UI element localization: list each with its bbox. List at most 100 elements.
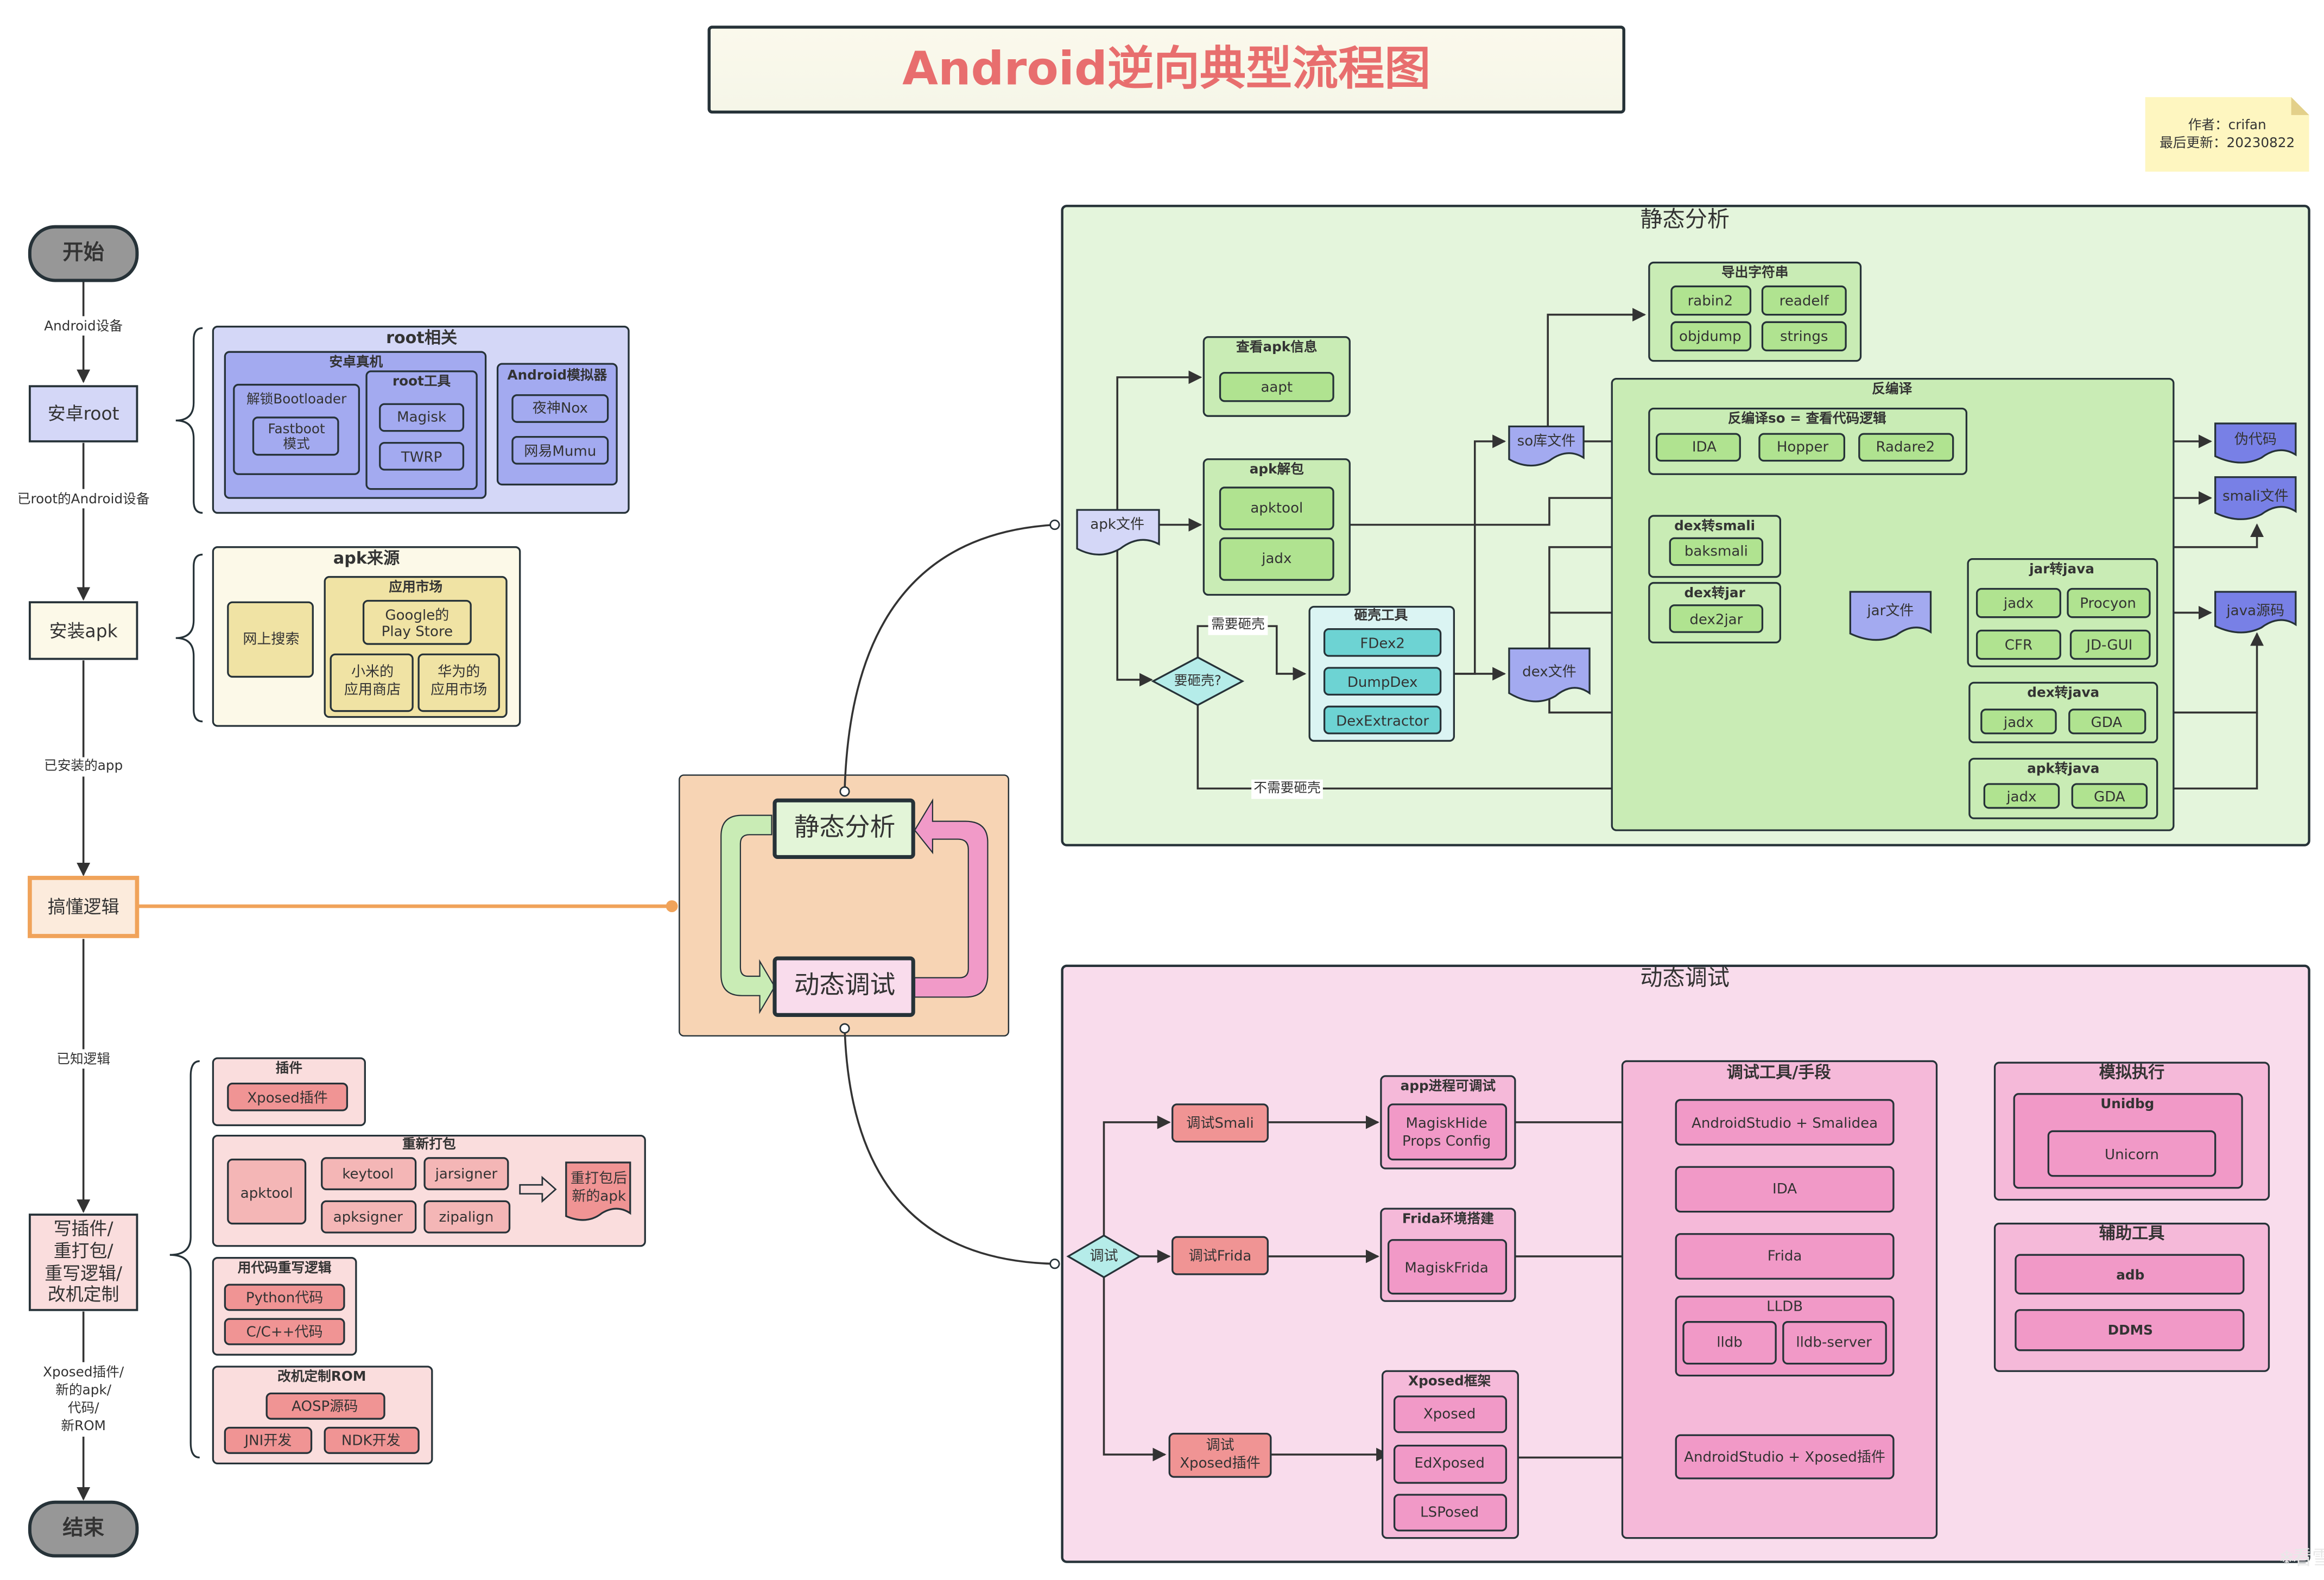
emulator-mumu[interactable]: 网易Mumu	[511, 435, 609, 465]
repack-apktool[interactable]: apktool	[227, 1158, 307, 1225]
tool-objdump[interactable]: objdump	[1670, 321, 1752, 352]
debug-smali-node[interactable]: 调试Smali	[1172, 1103, 1269, 1143]
repack-jarsigner[interactable]: jarsigner	[423, 1157, 509, 1191]
debug-frida-node[interactable]: 调试Frida	[1172, 1236, 1269, 1275]
repack-result-apk[interactable]: 重打包后 新的apk	[565, 1161, 631, 1221]
tool-xposed[interactable]: Xposed	[1393, 1395, 1508, 1433]
tool-adb[interactable]: adb	[2015, 1254, 2245, 1295]
tool-aapt-label: aapt	[1261, 380, 1293, 396]
tool-dexextractor[interactable]: DexExtractor	[1323, 705, 1442, 735]
start-node[interactable]: 开始	[28, 225, 139, 282]
cycle-static-node[interactable]: 静态分析	[772, 798, 915, 859]
root-group-title: root相关	[386, 328, 457, 347]
tool-magisk[interactable]: Magisk	[379, 403, 465, 432]
tool-magiskhide-props[interactable]: MagiskHide Props Config	[1387, 1103, 1508, 1161]
tool-magiskfrida[interactable]: MagiskFrida	[1387, 1239, 1508, 1295]
tool-ida-static[interactable]: IDA	[1655, 433, 1741, 462]
dex-java-title: dex转java	[2027, 685, 2099, 700]
tool-baksmali[interactable]: baksmali	[1669, 537, 1764, 566]
tool-as-smalidea[interactable]: AndroidStudio + Smalidea	[1675, 1099, 1895, 1146]
tool-jadx-jar-label: jadx	[2003, 595, 2034, 611]
tool-unicorn[interactable]: Unicorn	[2047, 1130, 2217, 1177]
edge-output-3: 代码/	[68, 1400, 99, 1415]
rewrite-step[interactable]: 写插件/ 重打包/ 重写逻辑/ 改机定制	[28, 1214, 138, 1311]
unidbg-title: Unidbg	[2100, 1096, 2154, 1111]
apk-file-doc[interactable]: apk文件	[1076, 509, 1160, 556]
tool-adb-label: adb	[2116, 1267, 2144, 1283]
tool-fdex2[interactable]: FDex2	[1323, 628, 1442, 657]
repack-apksigner[interactable]: apksigner	[321, 1200, 417, 1234]
dex-file-doc[interactable]: dex文件	[1508, 647, 1591, 703]
tool-frida[interactable]: Frida	[1675, 1233, 1895, 1280]
magiskhide-line-1: MagiskHide	[1405, 1115, 1487, 1132]
jar-file-doc[interactable]: jar文件	[1849, 591, 1932, 641]
so-file-doc[interactable]: so库文件	[1508, 425, 1585, 467]
tool-rabin2[interactable]: rabin2	[1670, 285, 1752, 316]
tool-jadx-unpack[interactable]: jadx	[1219, 537, 1334, 581]
rom-ndk[interactable]: NDK开发	[324, 1426, 420, 1454]
repack-keytool[interactable]: keytool	[321, 1157, 417, 1191]
tool-lldb[interactable]: lldb	[1682, 1321, 1777, 1365]
tool-cfr[interactable]: CFR	[1975, 629, 2061, 660]
tool-ida-dynamic[interactable]: IDA	[1675, 1166, 1895, 1213]
end-node[interactable]: 结束	[28, 1500, 139, 1558]
plugin-xposed[interactable]: Xposed插件	[227, 1082, 349, 1111]
rewrite-line-2: 重打包/	[54, 1240, 114, 1261]
repack-zipalign[interactable]: zipalign	[423, 1200, 511, 1234]
xiaomi-line-1: 小米的	[351, 664, 394, 680]
dynamic-debug-section: 动态调试 调试 调试Smali 调试Frida 调试	[1049, 965, 2310, 1563]
debug-xposed-node[interactable]: 调试 Xposed插件	[1168, 1432, 1272, 1478]
dynamic-section-title: 动态调试	[1640, 965, 1730, 991]
market-google[interactable]: Google的 Play Store	[362, 599, 472, 645]
tool-hopper[interactable]: Hopper	[1758, 433, 1846, 462]
tool-ddms[interactable]: DDMS	[2015, 1309, 2245, 1351]
debug-frida-label: 调试Frida	[1189, 1248, 1252, 1264]
install-step[interactable]: 安装apk	[28, 601, 138, 660]
rom-aosp[interactable]: AOSP源码	[265, 1392, 385, 1420]
understand-step[interactable]: 搞懂逻辑	[28, 876, 678, 938]
output-smali-file[interactable]: smali文件	[2214, 476, 2297, 520]
tool-gda-apk[interactable]: GDA	[2071, 783, 2148, 809]
output-pseudo-code[interactable]: 伪代码	[2214, 422, 2297, 464]
tool-edxposed[interactable]: EdXposed	[1393, 1444, 1508, 1484]
output-java-source[interactable]: java源码	[2214, 591, 2297, 634]
tool-readelf[interactable]: readelf	[1761, 285, 1847, 316]
tool-procyon[interactable]: Procyon	[2067, 587, 2151, 618]
tool-jadx-jar[interactable]: jadx	[1975, 587, 2061, 618]
tool-dumpdex[interactable]: DumpDex	[1323, 667, 1442, 696]
cycle-dynamic-node[interactable]: 动态调试	[772, 956, 915, 1017]
tool-dex2jar[interactable]: dex2jar	[1669, 604, 1764, 633]
tool-lldb-server[interactable]: lldb-server	[1782, 1321, 1887, 1365]
page-title: Android逆向典型流程图	[902, 42, 1430, 96]
emulator-nox[interactable]: 夜神Nox	[511, 394, 609, 423]
tool-jdgui[interactable]: JD-GUI	[2069, 629, 2151, 660]
tool-gda-dex[interactable]: GDA	[2068, 709, 2146, 735]
google-line-1: Google的	[385, 607, 449, 623]
root-step[interactable]: 安卓root	[28, 385, 138, 443]
tool-apktool[interactable]: apktool	[1219, 486, 1334, 530]
tool-radare2[interactable]: Radare2	[1858, 433, 1954, 462]
tool-edxposed-label: EdXposed	[1414, 1455, 1485, 1471]
tool-strings[interactable]: strings	[1761, 321, 1847, 352]
need-unpack-decision[interactable]: 要砸壳?	[1151, 656, 1245, 706]
tool-jadx-dex[interactable]: jadx	[1980, 709, 2057, 735]
tool-twrp[interactable]: TWRP	[379, 441, 465, 471]
source-web-search[interactable]: 网上搜索	[227, 601, 314, 678]
market-xiaomi[interactable]: 小米的 应用商店	[330, 653, 414, 712]
market-huawei[interactable]: 华为的 应用市场	[417, 653, 500, 712]
tool-aapt[interactable]: aapt	[1219, 371, 1334, 402]
tool-cfr-label: CFR	[2005, 637, 2032, 653]
tool-lsposed[interactable]: LSPosed	[1393, 1494, 1508, 1532]
tool-strings-label: strings	[1780, 328, 1828, 345]
code-cpp[interactable]: C/C++代码	[224, 1318, 345, 1345]
tool-as-xposed[interactable]: AndroidStudio + Xposed插件	[1675, 1434, 1895, 1480]
tool-frida-label: Frida	[1768, 1248, 1802, 1264]
market-title: 应用市场	[389, 579, 442, 595]
rom-jni[interactable]: JNI开发	[224, 1426, 313, 1454]
fastboot-mode-box[interactable]: Fastboot 模式	[252, 416, 339, 456]
debug-decision[interactable]: 调试	[1066, 1234, 1142, 1279]
tool-jadx-apk[interactable]: jadx	[1983, 783, 2060, 809]
code-python[interactable]: Python代码	[224, 1284, 345, 1311]
apk-source-title: apk来源	[333, 549, 400, 568]
dex-file-label: dex文件	[1522, 664, 1576, 680]
